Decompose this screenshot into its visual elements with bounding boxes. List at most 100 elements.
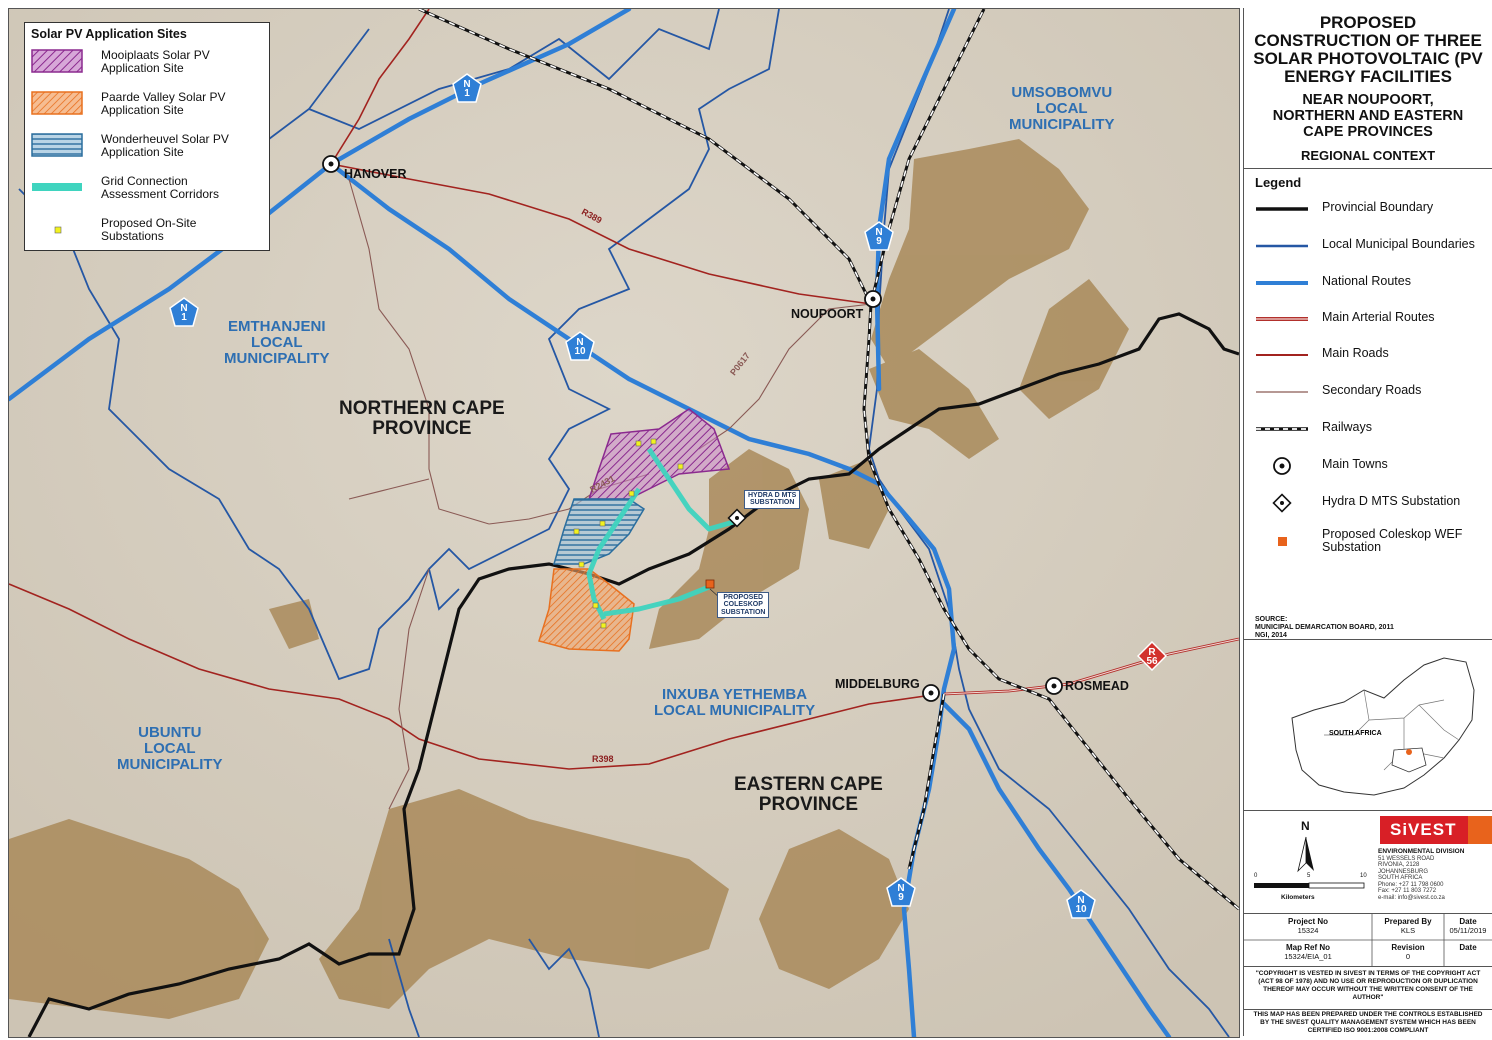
onsite-substations[interactable] (573, 438, 684, 629)
shield-number: 1 (464, 88, 470, 99)
map-title: PROPOSED CONSTRUCTION OF THREE SOLAR PHO… (1253, 13, 1483, 86)
contact-lines: Phone: +27 11 798 0600 Fax: +27 11 803 7… (1378, 881, 1445, 901)
shield-icon (452, 73, 482, 103)
purple-hatch-swatch (31, 49, 83, 73)
shield-number: 9 (876, 236, 882, 247)
province-label-eastern-cape: EASTERN CAPE PROVINCE (734, 774, 883, 815)
national-route-shield: N 9 (864, 221, 894, 251)
coleskop-substation[interactable] (705, 579, 715, 589)
legend-heading: Legend (1255, 175, 1302, 190)
data-source-note: SOURCE: MUNICIPAL DEMARCATION BOARD, 201… (1255, 616, 1394, 639)
shield-letter: N (576, 337, 584, 348)
legend-item-paarde-valley: Paarde Valley Solar PV Application Site (31, 91, 265, 125)
town-label-noupoort: NOUPOORT (791, 307, 864, 321)
inset-country-label: SOUTH AFRICA (1329, 730, 1382, 737)
paarde-valley-site[interactable] (538, 568, 635, 652)
muni-label-umsobomvu: UMSOBOMVU LOCAL MUNICIPALITY (1009, 84, 1115, 133)
legend-row-coleskop: Proposed Coleskop WEF Substation (1244, 526, 1492, 566)
mooiplaats-site[interactable] (587, 408, 731, 500)
hydra-callout: HYDRA D MTS SUBSTATION (744, 490, 801, 509)
title-block: PROPOSED CONSTRUCTION OF THREE SOLAR PHO… (1244, 8, 1492, 169)
hydra-substation-icon (1272, 493, 1292, 513)
muni-label-ubuntu: UBUNTU LOCAL MUNICIPALITY (117, 724, 223, 773)
copyright-notice: "COPYRIGHT IS VESTED IN SIVEST IN TERMS … (1244, 967, 1492, 1010)
grid-corridors[interactable] (586, 447, 738, 621)
town-label-middelburg: MIDDELBURG (835, 677, 920, 691)
province-label-northern-cape: NORTHERN CAPE PROVINCE (339, 398, 505, 439)
national-route-symbol (1256, 281, 1308, 285)
shield-letter: R (1148, 647, 1156, 658)
site-legend: Solar PV Application Sites Mooiplaats So… (24, 22, 270, 251)
shield-icon (1137, 641, 1167, 671)
main-road-symbol (1256, 354, 1308, 356)
legend-label: Hydra D MTS Substation (1322, 494, 1461, 508)
main-roads (9, 9, 1239, 770)
national-route-shield: N 1 (169, 297, 199, 327)
town-label-hanover: HANOVER (344, 167, 407, 181)
legend-row-national: National Routes (1244, 268, 1492, 298)
legend-label: National Routes (1322, 274, 1411, 288)
table-grid (1244, 914, 1492, 966)
scale-tick: 0 (1254, 873, 1258, 879)
north-arrow-icon (1297, 836, 1314, 873)
hydra-d-substation[interactable] (727, 508, 747, 528)
coleskop-substation-icon (1278, 537, 1287, 546)
legend-label: Secondary Roads (1322, 383, 1422, 397)
corridor-swatch (32, 183, 82, 191)
shield-number: 10 (1075, 904, 1087, 915)
arterial-route-shield: R 56 (1137, 641, 1167, 671)
legend-item-grid-corridors: Grid Connection Assessment Corridors (31, 175, 265, 209)
quality-text: THIS MAP HAS BEEN PREPARED UNDER THE CON… (1253, 1011, 1483, 1034)
muni-label-emthanjeni: EMTHANJENI LOCAL MUNICIPALITY (224, 318, 330, 367)
shield-icon (169, 297, 199, 327)
logo-text: SiVEST (1390, 820, 1457, 839)
local-boundary-symbol (1256, 244, 1308, 248)
scale-bar (1254, 882, 1365, 889)
orange-hatch-swatch (31, 91, 83, 115)
legend-row-hydra: Hydra D MTS Substation (1244, 488, 1492, 518)
town-label-rosmead: ROSMEAD (1065, 679, 1129, 693)
road-label-r398: R398 (592, 754, 614, 764)
legend-label: Provincial Boundary (1322, 200, 1434, 214)
shield-number: 10 (574, 346, 586, 357)
scale-tick: 10 (1360, 873, 1367, 879)
legend-label: Paarde Valley Solar PV Application Site (101, 90, 226, 117)
shield-letter: N (1077, 895, 1085, 906)
national-route-shield: N 1 (452, 73, 482, 103)
national-route-shield: N 9 (886, 877, 916, 907)
terrain-relief (9, 139, 1129, 1019)
secondary-road-symbol (1256, 391, 1308, 393)
map-frame[interactable]: N 1 N 1 N 9 N 10 N 9 N 10 R 56 EMTHANJEN… (8, 8, 1240, 1038)
shield-number: 9 (898, 892, 904, 903)
legend-label: Railways (1322, 420, 1373, 434)
sivest-logo: SiVEST (1380, 816, 1492, 844)
provincial-boundary-symbol (1256, 207, 1308, 211)
south-africa-inset: SOUTH AFRICA (1291, 657, 1475, 796)
provincial-boundary (27, 312, 1239, 1037)
muni-label-inxuba: INXUBA YETHEMBA LOCAL MUNICIPALITY (654, 686, 816, 719)
copyright-text: "COPYRIGHT IS VESTED IN SIVEST IN TERMS … (1255, 970, 1481, 1001)
legend-label: Mooiplaats Solar PV Application Site (101, 48, 210, 75)
national-route-shield: N 10 (1066, 889, 1096, 919)
info-panel: PROPOSED CONSTRUCTION OF THREE SOLAR PHO… (1243, 8, 1492, 1036)
legend: Legend Provincial Boundary Local Municip… (1244, 169, 1492, 640)
local-municipal-boundaries (18, 9, 1230, 1037)
legend-item-onsite-substations: Proposed On-Site Substations (31, 217, 265, 251)
revision-date-cell: Date (1459, 943, 1477, 952)
town-icon (1273, 457, 1291, 475)
legend-item-wonderheuvel: Wonderheuvel Solar PV Application Site (31, 133, 265, 167)
shield-letter: N (897, 883, 905, 894)
company-block: N 0 5 10 Kilometers SiVEST ENVIRONMENTAL… (1244, 811, 1492, 914)
logo-mark-icon (1468, 816, 1492, 844)
legend-label: Main Roads (1322, 346, 1389, 360)
scale-unit: Kilometers (1281, 894, 1315, 901)
legend-label: Grid Connection Assessment Corridors (101, 174, 220, 201)
map-canvas (9, 9, 1239, 1037)
town-markers (322, 155, 1063, 702)
shield-icon (565, 331, 595, 361)
